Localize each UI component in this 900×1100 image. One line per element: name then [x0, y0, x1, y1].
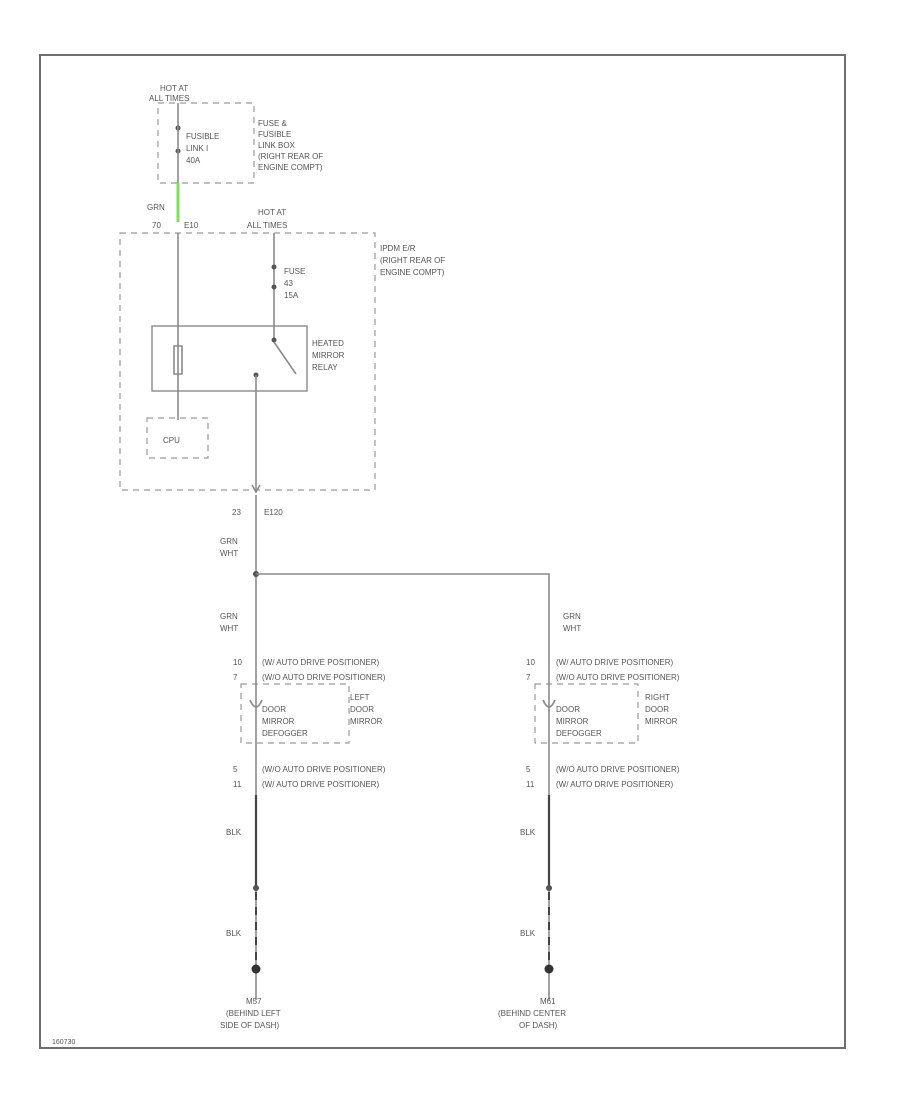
- cpu-label: CPU: [163, 436, 180, 445]
- grn-wht-label-3: GRN: [563, 612, 581, 621]
- right-door-label-3: DEFOGGER: [556, 729, 602, 738]
- relay-label-1: HEATED: [312, 339, 344, 348]
- left-mirror-connector-box: [240, 683, 350, 744]
- relay-contact-top: [271, 337, 277, 343]
- blk-label-1: BLK: [226, 828, 242, 837]
- right-defogger-element: [542, 699, 556, 708]
- right-condition-1: (W/ AUTO DRIVE POSITIONER): [556, 658, 674, 667]
- right-ground-terminal: [544, 964, 554, 974]
- relay-switch-arm: [273, 341, 297, 375]
- right-mirror-label-1: RIGHT: [645, 693, 670, 702]
- left-condition-1: (W/ AUTO DRIVE POSITIONER): [262, 658, 380, 667]
- left-door-label-1: DOOR: [262, 705, 286, 714]
- right-condition-3: (W/O AUTO DRIVE POSITIONER): [556, 765, 680, 774]
- ground-right-id: M61: [540, 997, 556, 1006]
- ipdm-label-2: (RIGHT REAR OF: [380, 256, 445, 265]
- ground-left-loc-1: (BEHIND LEFT: [226, 1009, 281, 1018]
- hot-at-label-1-sub: ALL TIMES: [149, 94, 189, 103]
- connector-e120-pin: 23: [232, 508, 241, 517]
- left-mirror-label-3: MIRROR: [350, 717, 383, 726]
- hot-at-label-2: HOT AT: [258, 208, 286, 217]
- fuse-label: FUSE: [284, 267, 305, 276]
- relay-label-3: RELAY: [312, 363, 338, 372]
- diagram-frame: [39, 54, 846, 1049]
- fusible-link-number: LINK I: [186, 144, 208, 153]
- hot-at-label-2-sub: ALL TIMES: [247, 221, 287, 230]
- blk-label-2: BLK: [520, 828, 536, 837]
- left-pin-bottom-1: 5: [233, 765, 238, 774]
- grn-wht-label-1-sub: WHT: [220, 549, 238, 558]
- heated-mirror-relay-box: [151, 325, 308, 392]
- left-pin-top-1: 10: [233, 658, 242, 667]
- left-defogger-element: [249, 699, 263, 708]
- left-door-label-2: MIRROR: [262, 717, 295, 726]
- left-door-label-3: DEFOGGER: [262, 729, 308, 738]
- fuse-43-terminal-bottom: [271, 284, 277, 290]
- fuse-box-label-4: (RIGHT REAR OF: [258, 152, 323, 161]
- relay-coil: [173, 345, 183, 375]
- right-pin-top-1: 10: [526, 658, 535, 667]
- right-door-label-2: MIRROR: [556, 717, 589, 726]
- fuse-box-label-5: ENGINE COMPT): [258, 163, 323, 172]
- fuse-box-label-3: LINK BOX: [258, 141, 296, 150]
- grn-wht-label-2: GRN: [220, 612, 238, 621]
- ground-left-loc-2: SIDE OF DASH): [220, 1021, 279, 1030]
- left-condition-2: (W/O AUTO DRIVE POSITIONER): [262, 673, 386, 682]
- ground-right-loc-1: (BEHIND CENTER: [498, 1009, 566, 1018]
- fuse-43-terminal-top: [271, 264, 277, 270]
- grn-wht-label-3-sub: WHT: [563, 624, 581, 633]
- left-mirror-label-1: LEFT: [350, 693, 370, 702]
- grn-wire-label: GRN: [147, 203, 165, 212]
- left-mirror-label-2: DOOR: [350, 705, 374, 714]
- grn-wht-label-2-sub: WHT: [220, 624, 238, 633]
- grn-wht-label-1: GRN: [220, 537, 238, 546]
- left-ground-splice: [253, 885, 259, 891]
- ground-right-loc-2: OF DASH): [519, 1021, 558, 1030]
- connector-e10-name: E10: [184, 221, 199, 230]
- left-ground-terminal: [251, 964, 261, 974]
- fuse-box-label-1: FUSE &: [258, 119, 288, 128]
- fusible-link-rating: 40A: [186, 156, 201, 165]
- relay-label-2: MIRROR: [312, 351, 345, 360]
- connector-e10-pin: 70: [152, 221, 161, 230]
- cpu-box: [146, 417, 209, 459]
- left-pin-top-2: 7: [233, 673, 238, 682]
- right-pin-top-2: 7: [526, 673, 531, 682]
- ground-left-id: M57: [246, 997, 262, 1006]
- grn-wht-branch-wire: [256, 573, 550, 660]
- ipdm-label-1: IPDM E/R: [380, 244, 416, 253]
- right-mirror-label-3: MIRROR: [645, 717, 678, 726]
- hot-at-label-1: HOT AT: [160, 84, 188, 93]
- connector-e120-name: E120: [264, 508, 283, 517]
- ipdm-label-3: ENGINE COMPT): [380, 268, 445, 277]
- right-mirror-label-2: DOOR: [645, 705, 669, 714]
- ipdm-er-module: HOT AT ALL TIMES IPDM E/R (RIGHT REAR OF…: [119, 208, 445, 491]
- right-condition-2: (W/O AUTO DRIVE POSITIONER): [556, 673, 680, 682]
- left-pin-bottom-2: 11: [233, 780, 242, 789]
- blk-label-3: BLK: [226, 929, 242, 938]
- right-ground-splice: [546, 885, 552, 891]
- fuse-rating: 15A: [284, 291, 299, 300]
- connector-e120-symbol: [251, 484, 261, 494]
- figure-code: 160730: [52, 1039, 75, 1046]
- fuse-number: 43: [284, 279, 293, 288]
- blk-label-4: BLK: [520, 929, 536, 938]
- right-mirror-connector-box: [534, 683, 639, 744]
- right-pin-bottom-2: 11: [526, 780, 535, 789]
- right-pin-bottom-1: 5: [526, 765, 531, 774]
- left-door-mirror: 10 7 (W/ AUTO DRIVE POSITIONER) (W/O AUT…: [233, 658, 386, 1000]
- right-condition-4: (W/ AUTO DRIVE POSITIONER): [556, 780, 674, 789]
- right-door-label-1: DOOR: [556, 705, 580, 714]
- fuse-and-fusible-link-box: HOT AT ALL TIMES FUSIBLE LINK I 40A FUSE…: [149, 84, 323, 184]
- fuse-box-label-2: FUSIBLE: [258, 130, 291, 139]
- left-condition-3: (W/O AUTO DRIVE POSITIONER): [262, 765, 386, 774]
- left-condition-4: (W/ AUTO DRIVE POSITIONER): [262, 780, 380, 789]
- fusible-link-label: FUSIBLE: [186, 132, 219, 141]
